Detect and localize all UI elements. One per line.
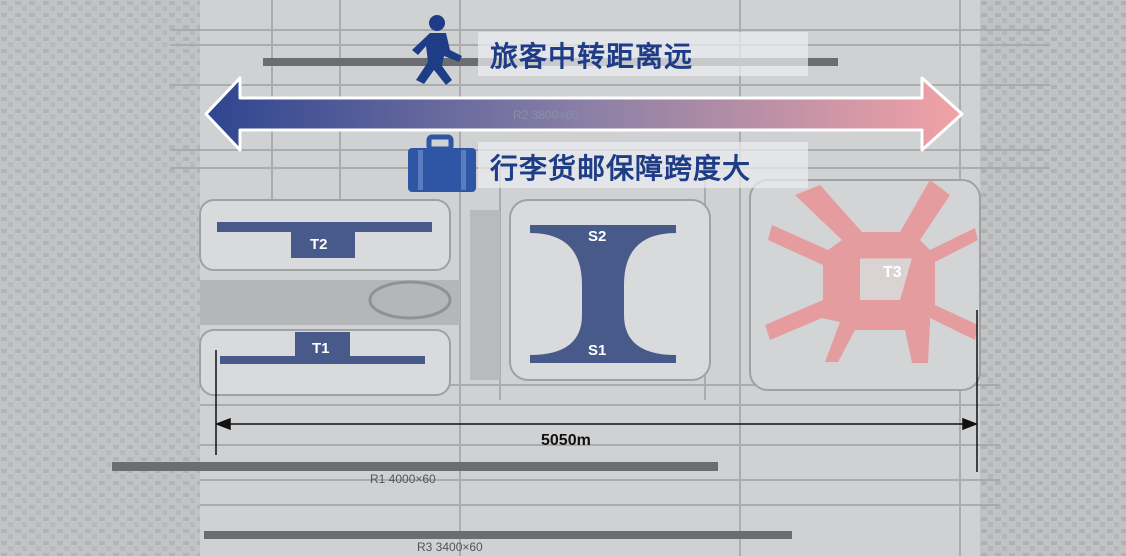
runway-r3 (204, 531, 792, 539)
satellite-s2-label: S2 (588, 228, 607, 245)
city-area-right (980, 0, 1126, 556)
runway-r2-label: R2 3800×60 (513, 108, 579, 122)
terminal-t1-label: T1 (312, 340, 330, 357)
satellite-s-shape (530, 225, 676, 363)
headline-baggage-bg (478, 142, 808, 188)
terminal-t1-shape (220, 332, 425, 364)
suitcase-icon (408, 134, 476, 192)
headline-transfer: 旅客中转距离远 (490, 40, 694, 73)
runway-r1-label: R1 4000×60 (370, 472, 436, 486)
terminal-t2-shape (217, 222, 432, 258)
ground-infrastructure (200, 210, 500, 380)
city-area-left (0, 0, 200, 556)
distance-label: 5050m (541, 432, 591, 449)
runway-r3-label: R3 3400×60 (417, 540, 483, 554)
satellite-s1-label: S1 (588, 342, 607, 359)
walking-person-icon (412, 15, 462, 85)
distance-dimension (214, 310, 979, 472)
runway-r1 (112, 462, 718, 471)
terminal-t3-shape (765, 180, 978, 363)
terminal-t2-label: T2 (310, 236, 328, 253)
headline-transfer-bg (478, 32, 808, 76)
span-double-arrow (204, 76, 964, 152)
terminal-t3-label: T3 (883, 264, 902, 281)
headline-baggage: 行李货邮保障跨度大 (490, 152, 752, 185)
